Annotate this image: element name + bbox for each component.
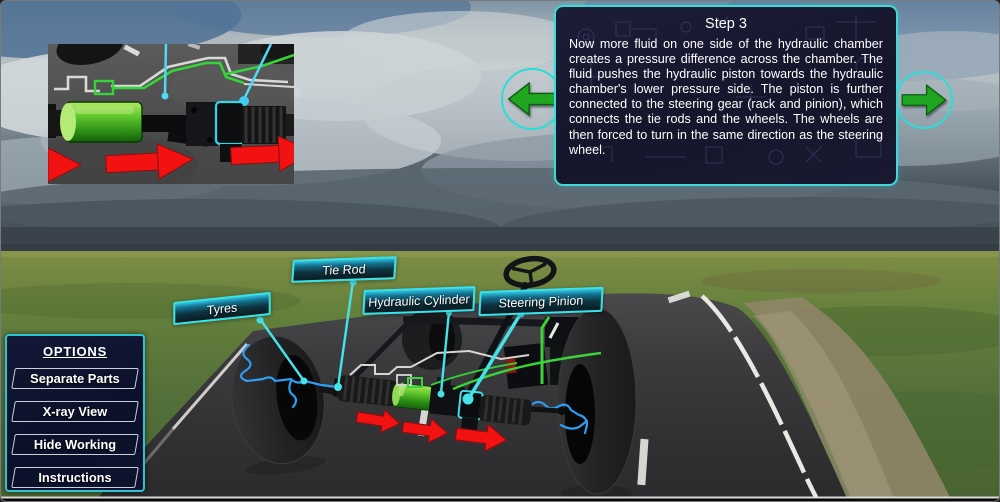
green-pipe-vertical [540, 316, 551, 384]
part-label-text: Tyres [206, 299, 238, 318]
silver-pipe [349, 349, 530, 376]
part-label-text: Hydraulic Cylinder [367, 291, 471, 310]
inset-silver-pipe [54, 56, 289, 93]
step-info-panel: Step 3 Now more fluid on one side of the… [554, 5, 898, 186]
part-label-steering-pinion: Steering Pinion [478, 286, 604, 317]
part-label-text: Tie Rod [321, 261, 367, 278]
part-label-text: Steering Pinion [498, 293, 584, 310]
road-edge-line [700, 294, 821, 501]
button-label: Hide Working [33, 437, 117, 452]
inset-steering-pinion [214, 100, 246, 146]
circuit-pattern-decoration [576, 15, 882, 165]
separate-parts-button[interactable]: Separate Parts [13, 368, 137, 389]
part-label-hydraulic-cylinder: Hydraulic Cylinder [362, 286, 476, 315]
inset-green-pipe [113, 53, 294, 90]
button-label: Instructions [38, 470, 112, 485]
inset-flow-arrows [48, 135, 294, 183]
step-title: Step 3 [705, 16, 747, 32]
arrow-left-icon [507, 81, 557, 117]
rack-and-pinion [332, 375, 532, 432]
button-label: X-ray View [42, 404, 108, 419]
bottom-bar [1, 496, 999, 501]
options-title: OPTIONS [42, 344, 108, 359]
next-step-button[interactable] [895, 71, 953, 129]
terrain [1, 251, 999, 501]
label-leader-lines [256, 278, 525, 405]
step-description: Now more fluid on one side of the hydrau… [569, 37, 883, 157]
arrow-right-icon [901, 83, 947, 117]
front-left-wheel [231, 335, 326, 475]
steering-wheel [503, 255, 557, 289]
green-pipe [452, 351, 602, 391]
part-label-tie-rod: Tie Rod [291, 256, 397, 283]
xray-view-button[interactable]: X-ray View [13, 401, 137, 422]
inset-tire [56, 44, 124, 65]
instructions-button[interactable]: Instructions [13, 467, 137, 488]
kart-model [231, 255, 637, 501]
hydraulic-wires [239, 343, 589, 435]
button-label: Separate Parts [30, 371, 120, 386]
hide-working-button[interactable]: Hide Working [13, 434, 137, 455]
options-panel: OPTIONS Separate Parts X-ray View Hide W… [5, 334, 145, 492]
closeup-inset-image [48, 44, 294, 184]
